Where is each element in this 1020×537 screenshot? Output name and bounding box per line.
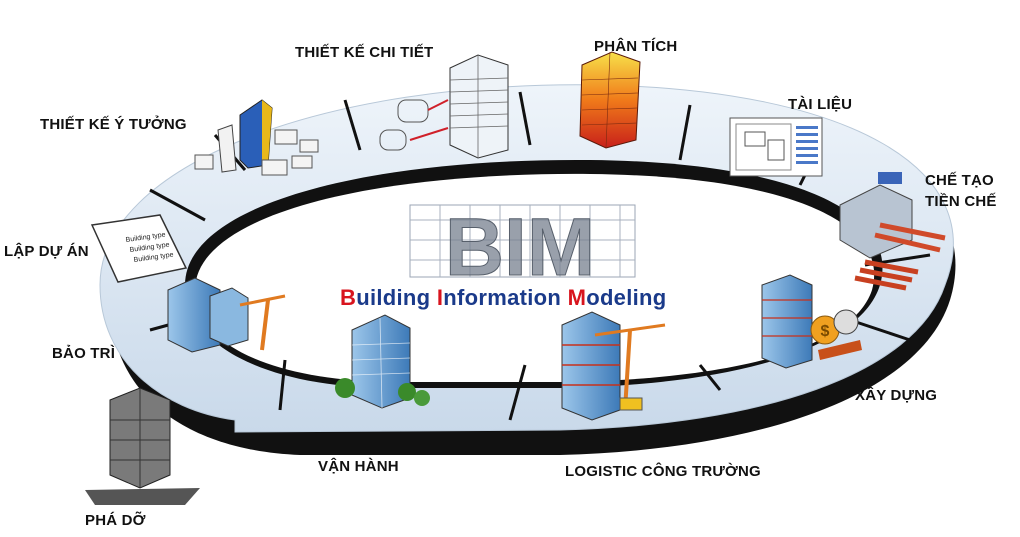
label-xay-dung: XÂY DỰNG — [855, 387, 938, 404]
label-van-hanh: VẬN HÀNH — [318, 458, 399, 475]
label-tai-lieu: TÀI LIỆU — [788, 96, 853, 113]
analysis-icon — [579, 51, 641, 149]
bim-title: Building Information Modeling — [340, 285, 667, 311]
title-initial-i: I — [436, 285, 444, 310]
concept-design-icon — [194, 99, 319, 176]
planning-clipboard-icon: Building type Building type Building typ… — [90, 214, 188, 283]
documentation-icon — [729, 117, 823, 177]
detailed-design-icon — [379, 54, 509, 159]
label-bao-tri: BẢO TRÌ — [52, 345, 116, 362]
bim-logo-letters: BIM — [445, 202, 595, 293]
title-initial-b: B — [340, 285, 357, 310]
label-pha-do: PHÁ DỠ — [85, 512, 146, 529]
operation-icon — [335, 314, 430, 409]
label-lap-du-an: LẬP DỰ ÁN — [4, 243, 89, 260]
label-logistic-cong-truong: LOGISTIC CÔNG TRƯỜNG — [565, 463, 761, 480]
title-initial-m: M — [567, 285, 587, 310]
demolition-icon — [85, 387, 200, 505]
maintenance-icon — [167, 277, 286, 353]
label-thiet-ke-y-tuong: THIẾT KẾ Ý TƯỞNG — [40, 116, 187, 133]
title-word-modeling: odeling — [586, 285, 667, 310]
svg-text:$: $ — [821, 323, 830, 340]
title-word-information: nformation — [443, 285, 562, 310]
title-word-building: uilding — [356, 285, 431, 310]
label-thiet-ke-chi-tiet: THIẾT KẾ CHI TIẾT — [295, 44, 434, 61]
bim-logo: BIM — [409, 202, 636, 294]
construction-icon: $ — [761, 274, 862, 369]
label-che-tao-tien-che: CHẾ TẠO TIỀN CHẾ — [925, 172, 997, 210]
label-phan-tich: PHÂN TÍCH — [594, 38, 678, 55]
site-logistics-icon — [561, 311, 666, 421]
prefabrication-icon — [839, 172, 946, 291]
